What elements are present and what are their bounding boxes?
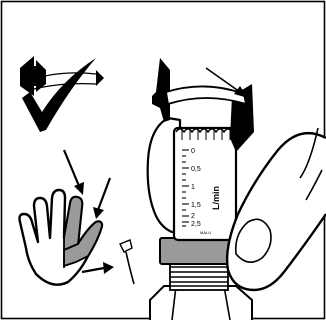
maker-mark: MALU [200,230,211,235]
scale-label-1-5: 1,5 [191,202,201,209]
scale-label-2-5: 2,5 [191,221,201,228]
flow-tube [174,128,236,240]
scale-label-2: 2 [191,213,195,220]
scale-label-0: 0 [191,148,195,155]
threaded-connector [170,262,228,290]
scale-label-1: 1 [191,184,195,191]
unit-label: L/min [211,186,221,210]
scale-label-0-5: 0,5 [191,166,201,173]
bottom-nut [150,286,252,320]
